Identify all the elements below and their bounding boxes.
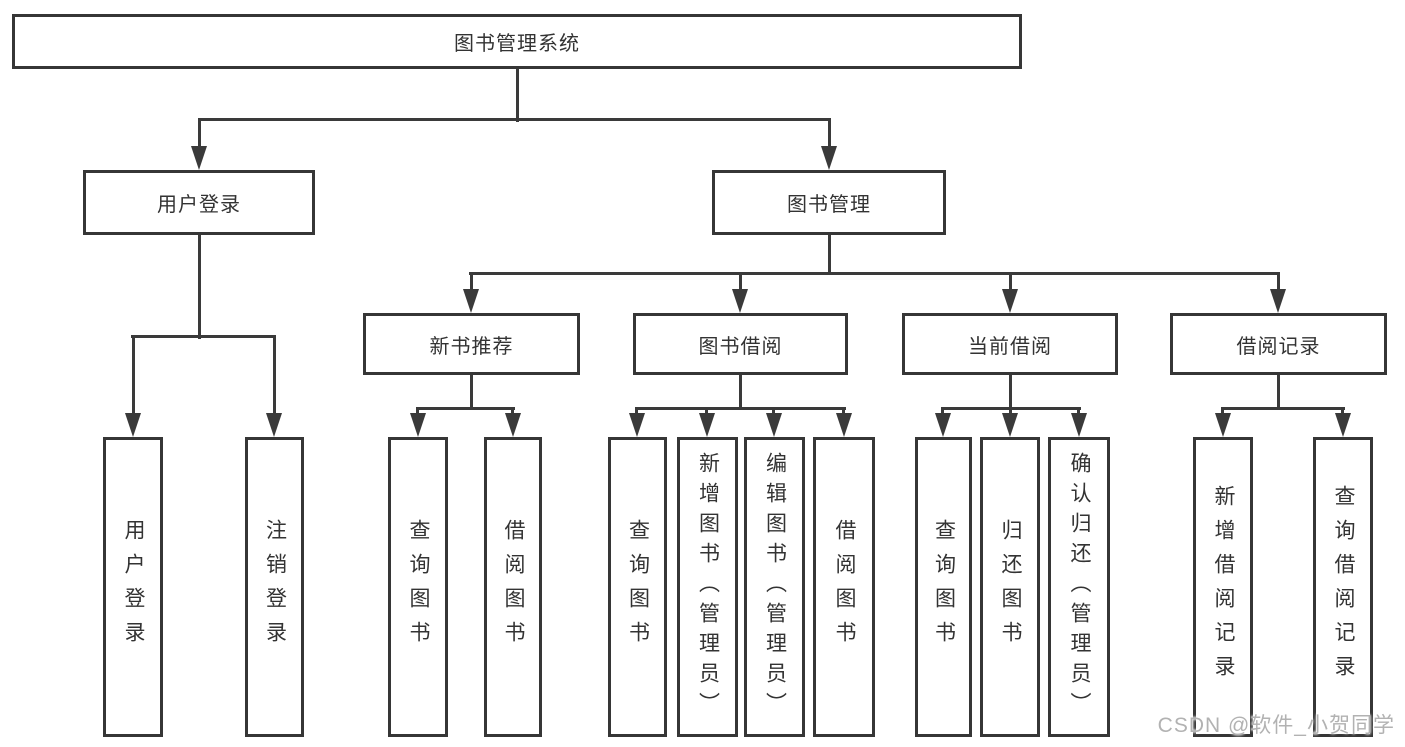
connector-line: [273, 335, 276, 417]
connector-line: [131, 335, 276, 338]
leaf-add-borrow-record: 新增借阅记录: [1193, 437, 1253, 737]
connector-line: [1009, 375, 1012, 410]
arrow-down-icon: [1071, 413, 1087, 437]
arrow-down-icon: [1335, 413, 1351, 437]
leaf-return-book: 归还图书: [980, 437, 1040, 737]
leaf-add-book-admin: 新增图书（管理员）: [677, 437, 738, 737]
connector-line: [635, 407, 846, 410]
leaf-borrow-books-recommend: 借阅图书: [484, 437, 542, 737]
node-current-borrow-label: 当前借阅: [968, 335, 1052, 358]
arrow-down-icon: [1002, 289, 1018, 313]
arrow-down-icon: [935, 413, 951, 437]
node-current-borrow: 当前借阅: [902, 313, 1118, 375]
arrow-down-icon: [1002, 413, 1018, 437]
node-user-login: 用户登录: [83, 170, 315, 235]
leaf-borrow-books: 借阅图书: [813, 437, 875, 737]
arrow-down-icon: [191, 146, 207, 170]
arrow-down-icon: [629, 413, 645, 437]
connector-line: [198, 235, 201, 339]
connector-line: [1009, 272, 1012, 293]
arrow-down-icon: [266, 413, 282, 437]
node-book-borrow-label: 图书借阅: [698, 335, 783, 358]
arrow-down-icon: [836, 413, 852, 437]
connector-line: [828, 235, 831, 275]
leaf-query-books-current: 查询图书: [915, 437, 972, 737]
node-book-borrow: 图书借阅: [633, 313, 848, 375]
arrow-down-icon: [410, 413, 426, 437]
connector-line: [1221, 407, 1345, 410]
connector-line: [470, 375, 473, 410]
watermark: CSDN @软件_小贺同学: [1157, 714, 1395, 737]
connector-line: [198, 118, 831, 121]
node-new-book-recommend-label: 新书推荐: [429, 335, 514, 358]
leaf-edit-book-admin: 编辑图书（管理员）: [744, 437, 805, 737]
arrow-down-icon: [1215, 413, 1231, 437]
arrow-down-icon: [1270, 289, 1286, 313]
leaf-query-books-borrow: 查询图书: [608, 437, 667, 737]
connector-line: [470, 272, 473, 293]
arrow-down-icon: [699, 413, 715, 437]
connector-line: [828, 118, 831, 150]
arrow-down-icon: [821, 146, 837, 170]
node-book-management-label: 图书管理: [787, 194, 871, 216]
arrow-down-icon: [505, 413, 521, 437]
connector-line: [416, 407, 515, 410]
leaf-query-books-recommend: 查询图书: [388, 437, 448, 737]
leaf-user-login: 用户登录: [103, 437, 163, 737]
arrow-down-icon: [463, 289, 479, 313]
connector-line: [739, 375, 742, 410]
node-root-label: 图书管理系统: [454, 33, 580, 55]
arrow-down-icon: [125, 413, 141, 437]
node-borrow-records: 借阅记录: [1170, 313, 1387, 375]
node-user-login-label: 用户登录: [157, 194, 241, 216]
connector-line: [1277, 375, 1280, 410]
connector-line: [1277, 272, 1280, 293]
node-new-book-recommend: 新书推荐: [363, 313, 580, 375]
node-root: 图书管理系统: [12, 14, 1022, 69]
leaf-confirm-return-admin: 确认归还（管理员）: [1048, 437, 1110, 737]
arrow-down-icon: [732, 289, 748, 313]
leaf-query-borrow-record: 查询借阅记录: [1313, 437, 1373, 737]
connector-line: [739, 272, 742, 293]
leaf-logout: 注销登录: [245, 437, 304, 737]
connector-line: [469, 272, 1280, 275]
connector-line: [516, 69, 519, 122]
arrow-down-icon: [766, 413, 782, 437]
node-borrow-records-label: 借阅记录: [1236, 335, 1321, 358]
connector-line: [132, 335, 135, 417]
connector-line: [198, 118, 201, 150]
node-book-management: 图书管理: [712, 170, 946, 235]
